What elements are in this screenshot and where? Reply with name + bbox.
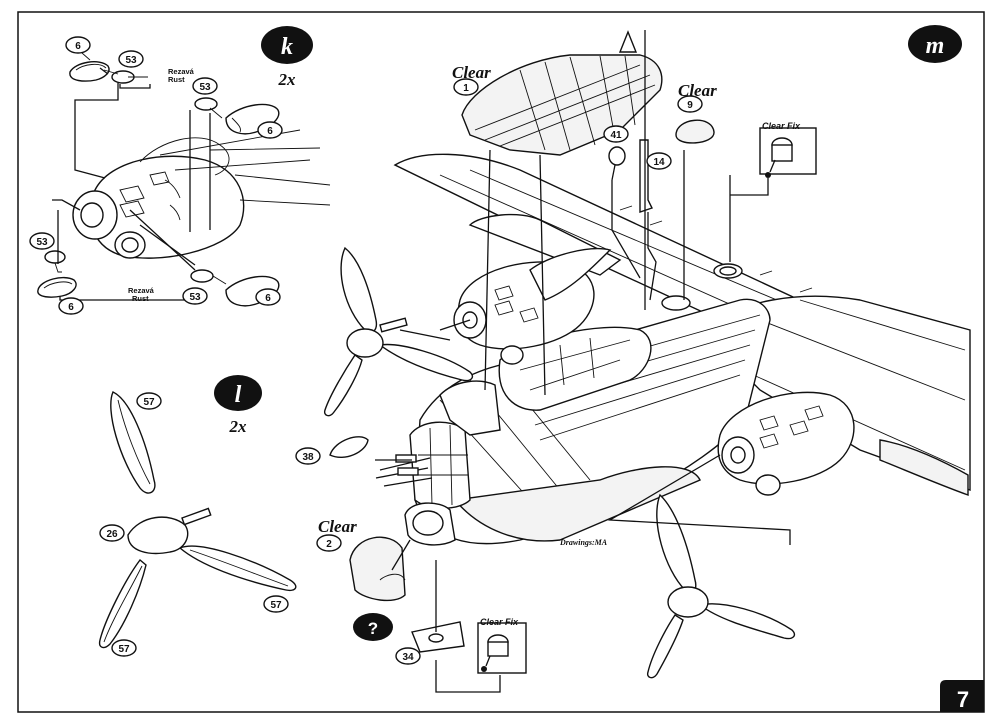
- step-l-multiplier: 2x: [229, 417, 248, 436]
- callout-k-6-top-right: 6: [257, 121, 283, 139]
- label-rust-cz-bottom: Rezavá: [128, 286, 155, 295]
- unknown-step-symbol: ?: [368, 619, 378, 638]
- callout-k-6-top-left: 6: [65, 36, 91, 61]
- antenna-part-14: [639, 139, 653, 213]
- label-clear-fix-bottom: Clear Fix: [480, 617, 519, 627]
- nose-glazing: [409, 380, 501, 509]
- clear-fix-pot-bottom: [477, 622, 527, 674]
- svg-text:41: 41: [610, 130, 622, 141]
- svg-text:9: 9: [687, 100, 693, 111]
- svg-text:53: 53: [189, 292, 201, 303]
- svg-text:14: 14: [653, 157, 665, 168]
- callout-l-57-top: 57: [136, 392, 162, 410]
- label-clear-fix-top: Clear Fix: [762, 121, 801, 131]
- leader-lines-m: [375, 30, 791, 693]
- svg-text:38: 38: [302, 452, 314, 463]
- svg-text:1: 1: [463, 83, 469, 94]
- callout-m-38: 38: [295, 447, 321, 465]
- callout-l-26: 26: [99, 524, 125, 542]
- page-number-tab: 7: [940, 680, 984, 712]
- callout-k-53-bottom-left: 53: [29, 232, 55, 250]
- unknown-step-badge: ?: [353, 613, 393, 641]
- label-rust-en-bottom: Rust: [132, 294, 149, 303]
- page-border: [17, 11, 985, 713]
- svg-text:2: 2: [326, 539, 332, 550]
- svg-text:57: 57: [270, 600, 282, 611]
- svg-text:6: 6: [267, 126, 273, 137]
- svg-text:57: 57: [143, 397, 155, 408]
- propeller-m-right: [646, 493, 796, 679]
- callout-m-14: 14: [646, 152, 672, 170]
- propeller-m-left: [323, 246, 474, 417]
- step-l-letter: l: [235, 382, 242, 408]
- label-rust-en-top: Rust: [168, 75, 185, 84]
- step-l-badge: l 2x: [214, 375, 262, 436]
- svg-text:34: 34: [402, 652, 414, 663]
- engine-nacelle-k: [72, 129, 331, 259]
- svg-text:57: 57: [118, 644, 130, 655]
- callout-k-53-top-right: 53: [192, 77, 218, 95]
- svg-text:53: 53: [199, 82, 211, 93]
- callout-k-6-bottom-left: 6: [58, 297, 84, 315]
- label-clear-canopy: Clear: [452, 63, 491, 82]
- chin-gondola: [404, 502, 456, 546]
- turret-ring: [661, 263, 743, 311]
- svg-text:53: 53: [125, 55, 137, 66]
- gun-barrels: [375, 454, 433, 487]
- callout-k-6-bottom-right: 6: [255, 288, 281, 306]
- svg-text:6: 6: [265, 293, 271, 304]
- propeller-l: [98, 391, 297, 649]
- label-clear-dome: Clear: [678, 81, 717, 100]
- nose-clear-part-2: [349, 536, 406, 602]
- engine-left-m: [453, 248, 612, 365]
- svg-text:53: 53: [36, 237, 48, 248]
- fuselage: [414, 298, 771, 545]
- callout-m-34: 34: [395, 647, 421, 665]
- svg-text:26: 26: [106, 529, 118, 540]
- callout-m-9: 9: [677, 95, 703, 113]
- step-m-badge: m: [908, 25, 962, 63]
- callout-m-2: 2: [316, 534, 342, 552]
- callout-l-57-right: 57: [263, 595, 289, 613]
- step-k-multiplier: 2x: [278, 70, 297, 89]
- ring-part-41: [608, 146, 626, 181]
- svg-text:6: 6: [68, 302, 74, 313]
- step-k-letter: k: [281, 34, 293, 60]
- page-number: 7: [957, 687, 969, 712]
- callout-m-41: 41: [603, 125, 629, 143]
- step-m-letter: m: [926, 33, 945, 59]
- panel-part-38: [329, 436, 369, 458]
- plate-part-34: [411, 621, 465, 653]
- clear-fix-pot-top: [759, 127, 817, 178]
- label-clear-nose: Clear: [318, 517, 357, 536]
- canopy-part-1: [461, 30, 663, 156]
- svg-text:6: 6: [75, 41, 81, 52]
- step-k-badge: k 2x: [261, 26, 313, 89]
- callout-k-53-bottom-right: 53: [182, 287, 208, 305]
- callout-m-1: 1: [453, 78, 479, 96]
- dome-part-9: [675, 119, 715, 144]
- label-rust-cz-top: Rezavá: [168, 67, 195, 76]
- callout-k-53-top-left: 53: [118, 50, 144, 68]
- callout-l-57-bottom: 57: [111, 639, 137, 657]
- signature: Drawings:MA: [559, 538, 608, 547]
- engine-right-m: [717, 391, 855, 496]
